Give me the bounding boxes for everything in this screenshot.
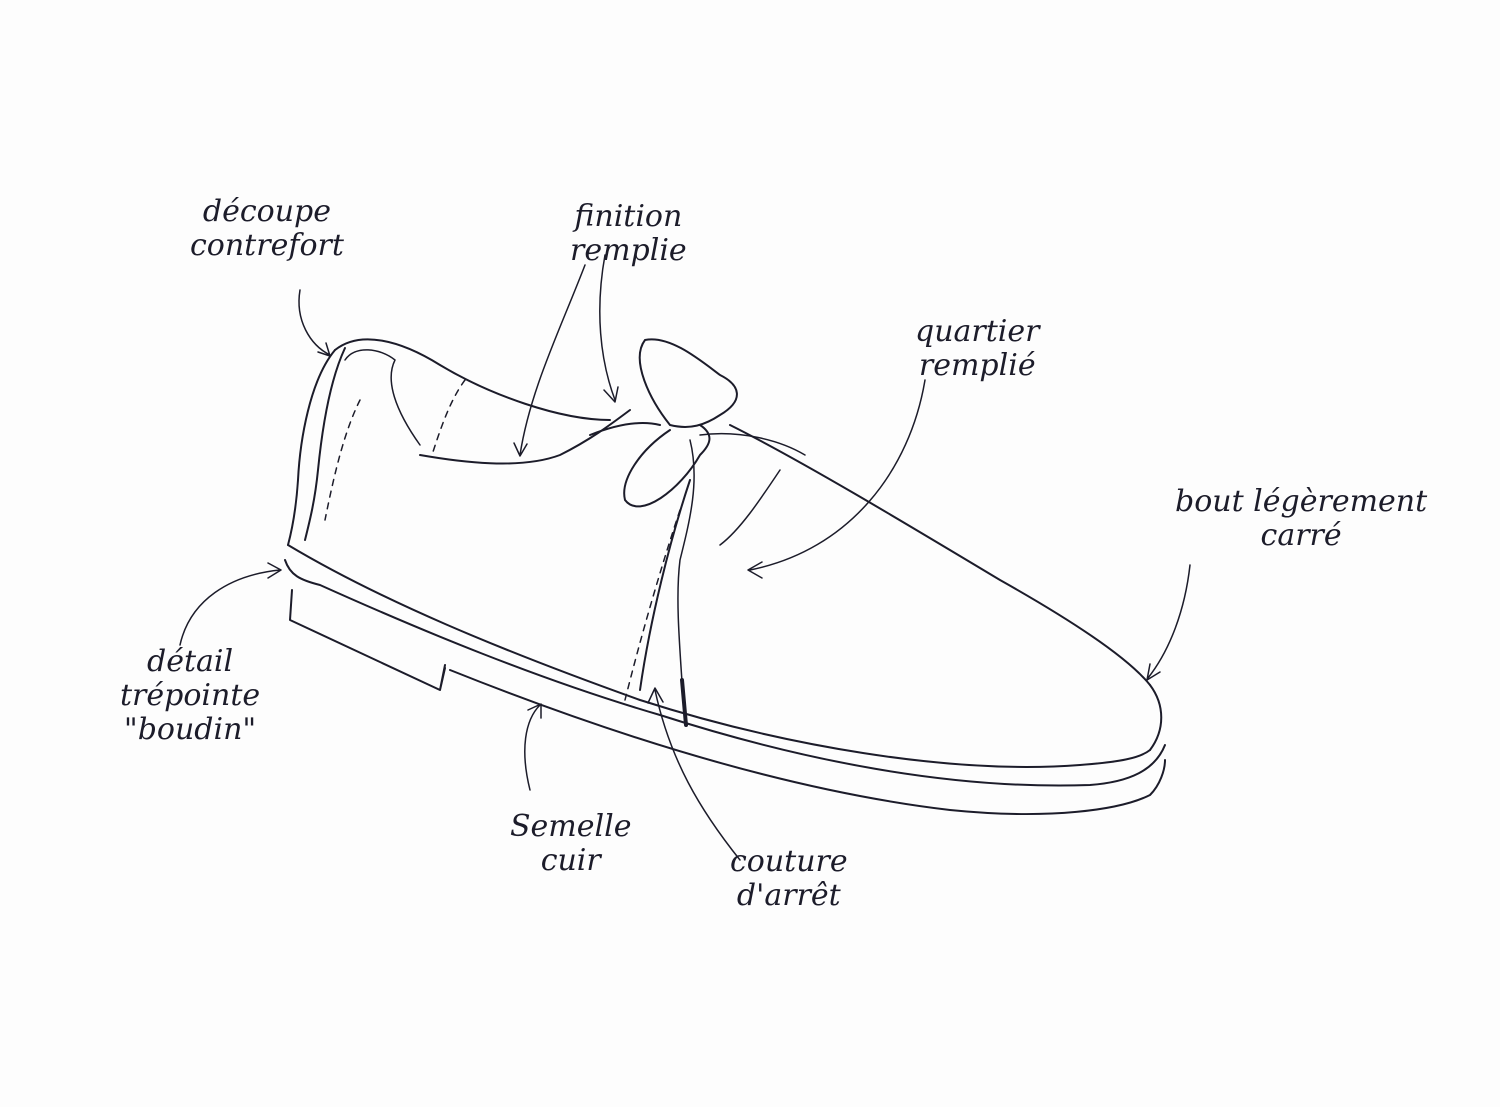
shoe-heel-back bbox=[287, 349, 336, 546]
counter-stitch bbox=[324, 399, 361, 521]
label-semelle-cuir: Semelle cuir bbox=[510, 810, 631, 878]
shoe-counter bbox=[304, 347, 346, 541]
label-line: cuir bbox=[540, 843, 601, 878]
label-quartier-remplie: quartier remplié bbox=[915, 315, 1040, 383]
shoe-lace bbox=[677, 432, 806, 726]
arrow-bout bbox=[1146, 564, 1191, 681]
shoe-quarter-edge bbox=[639, 479, 691, 691]
shoe-topline bbox=[419, 409, 631, 465]
shoe-heel-block bbox=[289, 589, 446, 691]
label-bout-legerement-carre: bout légèrement carré bbox=[1175, 485, 1427, 553]
arrow-finition-2 bbox=[599, 254, 619, 403]
label-line: Semelle bbox=[510, 809, 632, 844]
arrow-detail bbox=[179, 562, 282, 646]
shoe-bow bbox=[589, 338, 738, 508]
label-line: remplié bbox=[918, 348, 1036, 383]
label-couture-arret: couture d'arrêt bbox=[730, 845, 848, 913]
label-line: découpe bbox=[202, 194, 331, 229]
label-line: contrefort bbox=[190, 228, 344, 263]
counter-stitch-2 bbox=[431, 379, 466, 456]
label-line: carré bbox=[1260, 518, 1342, 553]
shoe-toe bbox=[1149, 684, 1163, 751]
quarter-stitch bbox=[624, 509, 681, 701]
label-finition-remplie: finition remplie bbox=[570, 200, 687, 268]
label-decoupe-contrefort: découpe contrefort bbox=[190, 195, 344, 263]
shoe-collar-inner bbox=[344, 349, 421, 446]
label-line: remplie bbox=[570, 233, 687, 268]
shoe-lace-tip bbox=[680, 678, 688, 727]
arrow-semelle bbox=[524, 703, 542, 791]
arrow-quartier bbox=[747, 379, 926, 579]
arrow-finition-1 bbox=[513, 264, 586, 457]
label-line: bout légèrement bbox=[1175, 484, 1428, 519]
arrow-couture bbox=[647, 687, 741, 861]
shoe-collar bbox=[334, 338, 611, 421]
shoe-welt bbox=[284, 559, 1166, 787]
shoe-vamp-top bbox=[729, 424, 1151, 686]
shoe-sole-edge bbox=[449, 669, 1166, 816]
label-line: quartier bbox=[915, 314, 1040, 349]
label-line: détail bbox=[147, 644, 234, 679]
label-detail-trepointe: détail trépointe "boudin" bbox=[120, 645, 260, 747]
arrow-decoupe bbox=[298, 289, 331, 357]
shoe-upper-bottom bbox=[287, 544, 1151, 768]
label-line: finition bbox=[574, 199, 683, 234]
label-line: "boudin" bbox=[123, 712, 257, 747]
label-line: d'arrêt bbox=[736, 878, 841, 913]
label-line: couture bbox=[730, 844, 848, 879]
label-line: trépointe bbox=[120, 678, 261, 713]
